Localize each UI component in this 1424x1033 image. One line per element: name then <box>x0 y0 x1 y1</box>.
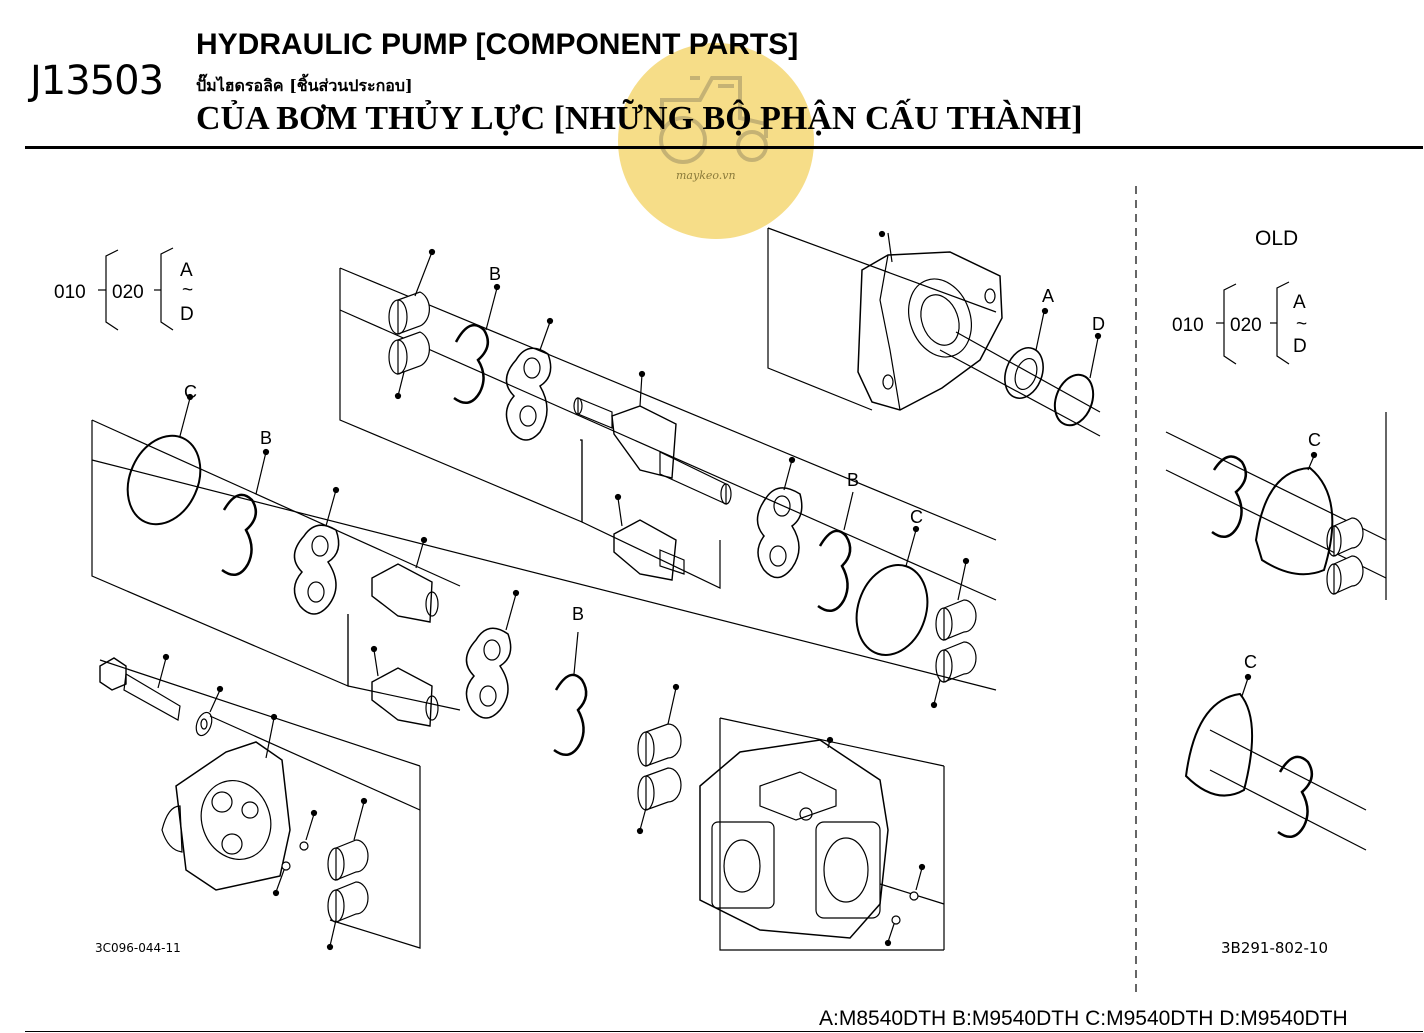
bushing-lower-pair <box>637 687 682 831</box>
gasket-b-lower <box>553 631 588 757</box>
callout-b-left: B <box>260 428 272 448</box>
gear-left-upper <box>371 539 439 623</box>
callout-c-old-lower: C <box>1244 652 1257 672</box>
bushing-bottom-pair <box>327 801 369 947</box>
side-plate-mid <box>756 459 803 579</box>
callout-b-upper: B <box>489 264 501 284</box>
callout-c-old-upper: C <box>1308 430 1321 450</box>
old-gasket-upper <box>1211 455 1248 539</box>
tree-new-bottom: D <box>180 304 194 325</box>
tree-new-level-1: 010 <box>54 282 86 303</box>
footer-rule <box>25 1031 1423 1032</box>
old-o-ring-upper <box>1254 455 1334 576</box>
tree-new-top: A <box>180 260 193 281</box>
callout-d-ring: D <box>1092 314 1105 334</box>
pin-pair <box>275 813 315 893</box>
rear-cover <box>161 717 291 891</box>
gasket-b-upper <box>453 287 498 405</box>
callout-a-seal: A <box>1042 286 1054 306</box>
old-o-ring-lower <box>1184 677 1254 797</box>
watermark-text: maykeo.vn <box>676 169 736 182</box>
tree-old-level-1: 010 <box>1172 315 1204 336</box>
page-title-vietnamese: CỦA BƠM THỦY LỰC [NHỮNG BỘ PHẬN CẤU THÀN… <box>196 100 1083 137</box>
snap-ring <box>1053 337 1099 427</box>
gasket-b-left <box>221 451 267 577</box>
washer <box>195 689 221 737</box>
old-bushing-pair <box>1326 517 1364 595</box>
bushing-upper-pair <box>388 251 433 397</box>
tree-new-mid: ~ <box>182 280 193 301</box>
side-plate-upper <box>505 321 552 441</box>
callout-b-lower: B <box>572 604 584 624</box>
watermark-badge <box>618 43 814 239</box>
old-gasket-lower <box>1277 755 1314 839</box>
illustration-reference-old: 3B291-802-10 <box>1221 939 1329 957</box>
page-code: J13503 <box>30 58 164 104</box>
callout-c-mid: C <box>910 507 923 527</box>
old-version-label: OLD <box>1255 227 1299 250</box>
side-plate-lower <box>465 593 517 719</box>
callout-c-left: C <box>184 382 197 402</box>
page-title-thai: ปั๊มไฮดรอลิค [ชิ้นส่วนประกอบ] <box>196 76 413 95</box>
gasket-b-mid <box>817 491 854 613</box>
tree-old-top: A <box>1293 292 1306 313</box>
tree-bracket-old <box>1216 281 1290 365</box>
bushing-mid-pair <box>933 561 977 705</box>
gear-left-lower <box>371 649 439 727</box>
front-cover-housing <box>767 227 1003 411</box>
tree-new-level-2: 020 <box>112 282 144 303</box>
bolt <box>99 657 181 721</box>
page-title-english: HYDRAULIC PUMP [COMPONENT PARTS] <box>196 28 799 61</box>
tree-bracket-new <box>98 247 174 331</box>
o-ring-c-left <box>126 397 202 526</box>
tree-old-mid: ~ <box>1296 314 1307 335</box>
tree-old-level-2: 020 <box>1230 315 1262 336</box>
gear-housing-body <box>699 739 889 939</box>
header-rule <box>25 146 1423 149</box>
driven-gear-upper <box>581 440 721 589</box>
tree-old-bottom: D <box>1293 336 1307 357</box>
o-ring-c-mid <box>855 529 929 656</box>
callout-b-mid: B <box>847 470 859 490</box>
side-plate-left <box>293 489 340 615</box>
oil-seal <box>1004 311 1045 399</box>
model-applicability-legend: A:M8540DTH B:M9540DTH C:M9540DTH D:M9540… <box>819 1007 1348 1030</box>
illustration-reference-main: 3C096-044-11 <box>95 941 181 955</box>
drive-shaft-gear <box>573 373 732 505</box>
